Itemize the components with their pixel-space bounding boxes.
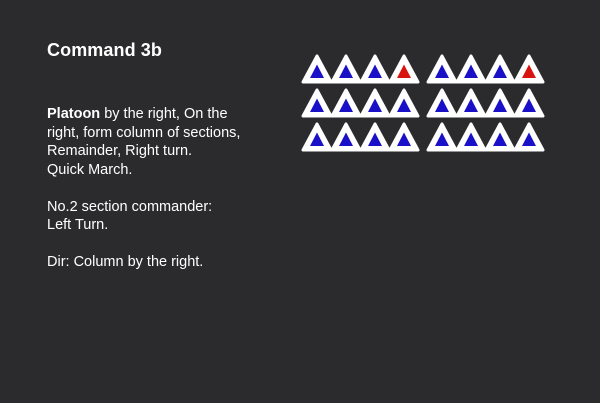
soldier-triangle-icon: [330, 122, 362, 152]
marker-fill: [493, 64, 507, 78]
soldier-triangle-icon: [484, 54, 516, 84]
soldier-triangle-icon: [359, 54, 391, 84]
soldier-triangle-icon: [455, 88, 487, 118]
marker-fill: [464, 64, 478, 78]
commander-triangle-icon: [513, 54, 545, 84]
marker-fill: [464, 132, 478, 146]
marker-fill: [310, 132, 324, 146]
soldier-triangle-icon: [330, 54, 362, 84]
marker-fill: [310, 98, 324, 112]
command-rest: by the right, On the right, form column …: [47, 106, 241, 159]
soldier-triangle-icon: [426, 122, 458, 152]
marker-fill: [522, 98, 536, 112]
soldier-triangle-icon: [301, 54, 333, 84]
soldier-triangle-icon: [484, 88, 516, 118]
direction-text: Dir: Column by the right.: [47, 254, 204, 270]
marker-fill: [522, 132, 536, 146]
instructions: Platoon by the right, On the right, form…: [47, 105, 262, 290]
section-commander-order: No.2 section commander: Left Turn.: [47, 198, 262, 235]
command-line-2: Quick March.: [47, 161, 133, 178]
marker-fill: [464, 98, 478, 112]
marker-fill: [522, 64, 536, 78]
soldier-triangle-icon: [455, 54, 487, 84]
marker-fill: [368, 98, 382, 112]
soldier-triangle-icon: [455, 122, 487, 152]
marker-fill: [339, 132, 353, 146]
soldier-triangle-icon: [301, 122, 333, 152]
marker-fill: [493, 98, 507, 112]
command-lead: Platoon: [47, 106, 101, 122]
formation-diagram: [301, 54, 545, 152]
section-commander-line-1: No.2 section commander:: [47, 198, 213, 215]
marker-fill: [435, 132, 449, 146]
marker-fill: [435, 64, 449, 78]
marker-fill: [435, 98, 449, 112]
marker-fill: [397, 64, 411, 78]
marker-fill: [397, 132, 411, 146]
slide-title: Command 3b: [47, 40, 163, 60]
soldier-triangle-icon: [301, 88, 333, 118]
soldier-triangle-icon: [388, 122, 420, 152]
commander-triangle-icon: [388, 54, 420, 84]
soldier-triangle-icon: [388, 88, 420, 118]
section-commander-line-2: Left Turn.: [47, 217, 109, 233]
soldier-triangle-icon: [330, 88, 362, 118]
platoon-command: Platoon by the right, On the right, form…: [47, 105, 262, 179]
soldier-triangle-icon: [426, 88, 458, 118]
marker-fill: [397, 98, 411, 112]
marker-fill: [339, 98, 353, 112]
direction-note: Dir: Column by the right.: [47, 253, 262, 272]
soldier-triangle-icon: [513, 122, 545, 152]
marker-fill: [493, 132, 507, 146]
marker-fill: [368, 132, 382, 146]
soldier-triangle-icon: [484, 122, 516, 152]
marker-fill: [310, 64, 324, 78]
soldier-triangle-icon: [359, 122, 391, 152]
marker-fill: [339, 64, 353, 78]
marker-fill: [368, 64, 382, 78]
soldier-triangle-icon: [513, 88, 545, 118]
soldier-triangle-icon: [426, 54, 458, 84]
soldier-triangle-icon: [359, 88, 391, 118]
